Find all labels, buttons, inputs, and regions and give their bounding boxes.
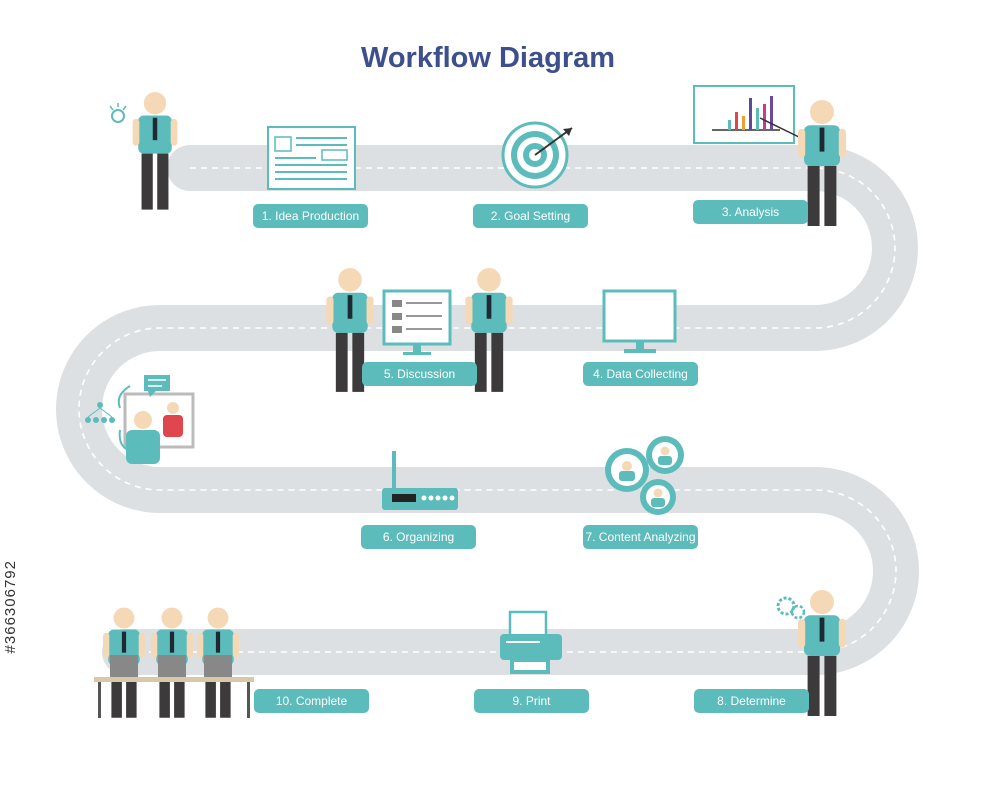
- step-label-organizing: 6. Organizing: [361, 525, 476, 549]
- printer-icon: [500, 610, 562, 674]
- video-chat-icon: [117, 375, 195, 464]
- target-icon: [501, 121, 573, 189]
- step-label-print: 9. Print: [474, 689, 589, 713]
- road: [56, 145, 919, 675]
- step-label-content-analyzing: 7. Content Analyzing: [583, 525, 698, 549]
- step-label-analysis: 3. Analysis: [693, 200, 808, 224]
- person-idea-icon: [109, 92, 178, 210]
- step-label-goal-setting: 2. Goal Setting: [473, 204, 588, 228]
- router-icon: [382, 451, 458, 510]
- step-label-complete: 10. Complete: [254, 689, 369, 713]
- monitor-icon: [602, 289, 677, 353]
- presentation-screen-icon: [382, 289, 452, 355]
- person-gears-icon: [776, 590, 846, 716]
- gears-icon: [605, 436, 684, 515]
- team-desk-icon: [94, 607, 254, 718]
- step-label-discussion: 5. Discussion: [362, 362, 477, 386]
- step-label-idea-production: 1. Idea Production: [253, 204, 368, 228]
- side-id-text: #366306792: [2, 560, 19, 654]
- network-people-icon: [85, 402, 115, 423]
- step-label-determine: 8. Determine: [694, 689, 809, 713]
- step-label-data-collecting: 4. Data Collecting: [583, 362, 698, 386]
- document-icon: [267, 126, 356, 190]
- chart-board-icon: [693, 85, 806, 144]
- diagram-title: Workflow Diagram: [360, 42, 616, 74]
